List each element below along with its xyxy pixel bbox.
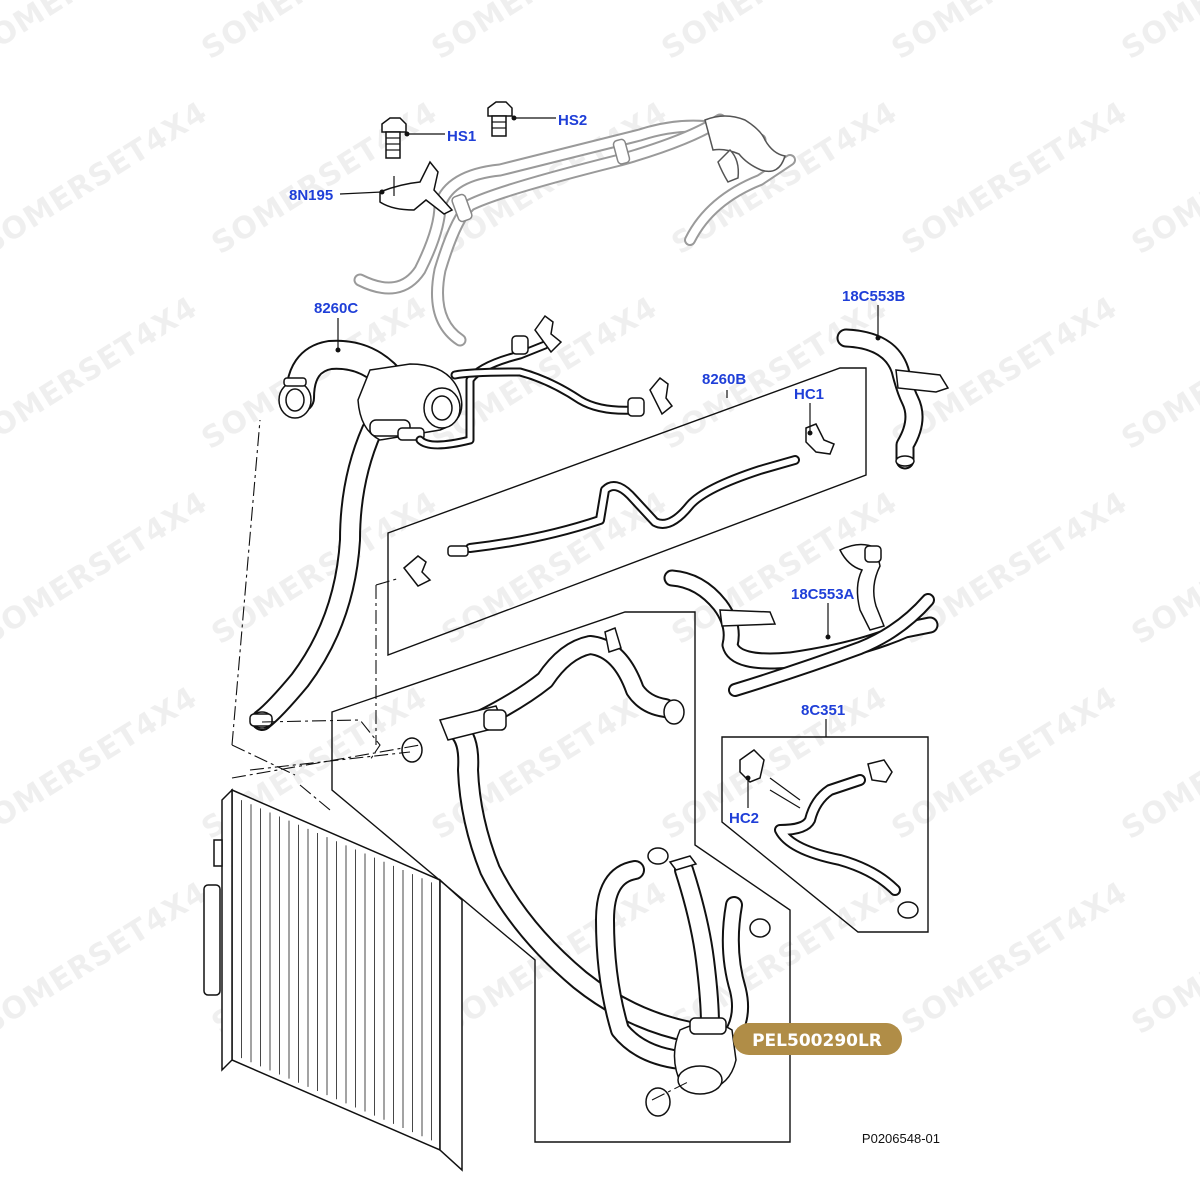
radiator <box>203 788 463 1172</box>
callout-hc2: HC2 <box>729 810 759 827</box>
fasteners <box>379 101 513 215</box>
callout-8260b: 8260B <box>702 371 746 388</box>
watermark-text: SOMERSET4X4 <box>1126 95 1200 262</box>
watermark-text: SOMERSET4X4 <box>0 875 214 1042</box>
callout-18c553b: 18C553B <box>842 288 906 305</box>
watermark-text: SOMERSET4X4 <box>0 680 204 847</box>
watermark-text: SOMERSET4X4 <box>1116 290 1200 457</box>
part-number-text: PEL500290LR <box>752 1031 882 1051</box>
watermark-text: SOMERSET4X4 <box>196 0 434 67</box>
bracket-8n195 <box>379 160 454 215</box>
lower-hose-assembly <box>401 626 771 1117</box>
callout-hs2: HS2 <box>558 112 587 129</box>
upper-hose-8260c <box>249 339 463 731</box>
callout-hs1: HS1 <box>447 128 476 145</box>
leader-lines <box>335 115 881 809</box>
box-8260b <box>387 367 867 657</box>
bolt-hs1 <box>381 117 407 159</box>
callout-8260c: 8260C <box>314 300 358 317</box>
part-number-badge[interactable]: PEL500290LR <box>733 1023 902 1055</box>
watermark-text: SOMERSET4X4 <box>656 290 894 457</box>
alignment-lines <box>231 419 689 1101</box>
watermark-text: SOMERSET4X4 <box>1116 680 1200 847</box>
callout-8n195: 8N195 <box>289 187 333 204</box>
watermark-text: SOMERSET4X4 <box>426 0 664 67</box>
bleed-pipes <box>415 314 674 450</box>
watermark-text: SOMERSET4X4 <box>1116 0 1200 67</box>
callout-hc1: HC1 <box>794 386 824 403</box>
hose-18c553b <box>836 328 950 470</box>
radiator-fins <box>241 800 432 1141</box>
watermark-text: SOMERSET4X4 <box>656 680 894 847</box>
watermark-text: SOMERSET4X4 <box>886 680 1124 847</box>
callout-18c553a: 18C553A <box>791 586 855 603</box>
watermark-text: SOMERSET4X4 <box>0 95 214 262</box>
bolt-hs2 <box>487 101 513 137</box>
diagram-reference: P0206548-01 <box>862 1131 940 1146</box>
callout-8c351: 8C351 <box>801 702 845 719</box>
watermark-text: SOMERSET4X4 <box>0 290 204 457</box>
watermark-text: SOMERSET4X4 <box>1126 875 1200 1042</box>
hose-18c553a <box>663 543 939 697</box>
watermark-text: SOMERSET4X4 <box>656 0 894 67</box>
watermark-text: SOMERSET4X4 <box>0 485 214 652</box>
watermark-text: SOMERSET4X4 <box>0 0 204 67</box>
box-8c351 <box>721 736 929 933</box>
watermark-text: SOMERSET4X4 <box>886 0 1124 67</box>
watermark-text: SOMERSET4X4 <box>1126 485 1200 652</box>
watermark-text: SOMERSET4X4 <box>206 95 444 262</box>
watermark-text: SOMERSET4X4 <box>896 95 1134 262</box>
watermark-text: SOMERSET4X4 <box>896 875 1134 1042</box>
callouts: HS1 HS2 8N195 8260C 18C553B 8260B HC1 18… <box>289 112 906 827</box>
